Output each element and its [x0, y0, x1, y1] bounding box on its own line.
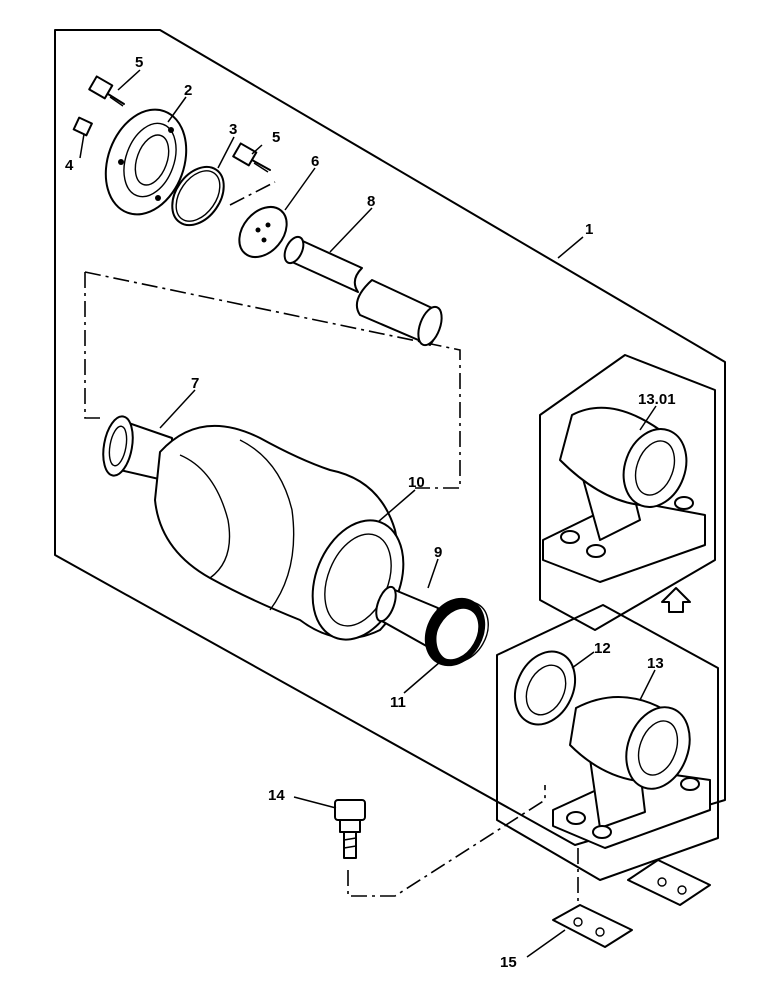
o-ring-3 — [171, 165, 225, 227]
shim-plate-upper — [627, 859, 711, 906]
up-arrow-icon — [661, 587, 691, 613]
label-13: 13 — [647, 655, 664, 672]
seal-11 — [424, 597, 489, 667]
assembly-line-shaft — [229, 181, 276, 206]
inset-panel-13 — [496, 604, 719, 881]
roller-10 — [154, 424, 405, 641]
label-4: 4 — [65, 157, 74, 174]
flange-cover — [104, 108, 188, 216]
shaft-8 — [283, 235, 443, 347]
label-1: 1 — [585, 221, 593, 238]
label-12: 12 — [594, 640, 611, 657]
leader-lines — [79, 69, 657, 958]
bolt-5a — [88, 75, 125, 107]
assembly-line-diag — [84, 271, 461, 489]
assembly-line-top — [84, 272, 100, 419]
label-6: 6 — [311, 153, 319, 170]
label-5b: 5 — [272, 129, 280, 146]
label-11: 11 — [390, 694, 406, 711]
label-14: 14 — [268, 787, 285, 804]
label-8: 8 — [367, 193, 375, 210]
shim-plate-15 — [552, 904, 633, 948]
assembly-line-bolt — [347, 785, 546, 897]
plug-4 — [72, 116, 93, 137]
label-10: 10 — [408, 474, 425, 491]
label-13-01: 13.01 — [638, 391, 676, 408]
label-7: 7 — [191, 375, 199, 392]
housing-13-01 — [542, 406, 706, 583]
assembly-outline — [54, 29, 726, 846]
bushing-12 — [513, 650, 577, 726]
housing-13 — [552, 696, 711, 849]
label-3: 3 — [229, 121, 237, 138]
label-9: 9 — [434, 544, 442, 561]
thrust-plate-6 — [238, 205, 288, 259]
label-5a: 5 — [135, 54, 143, 71]
inset-panel-13-01 — [539, 354, 716, 631]
bolt-5b — [232, 142, 271, 173]
label-2: 2 — [184, 82, 192, 99]
bolt-14 — [334, 799, 366, 859]
label-15: 15 — [500, 954, 517, 971]
